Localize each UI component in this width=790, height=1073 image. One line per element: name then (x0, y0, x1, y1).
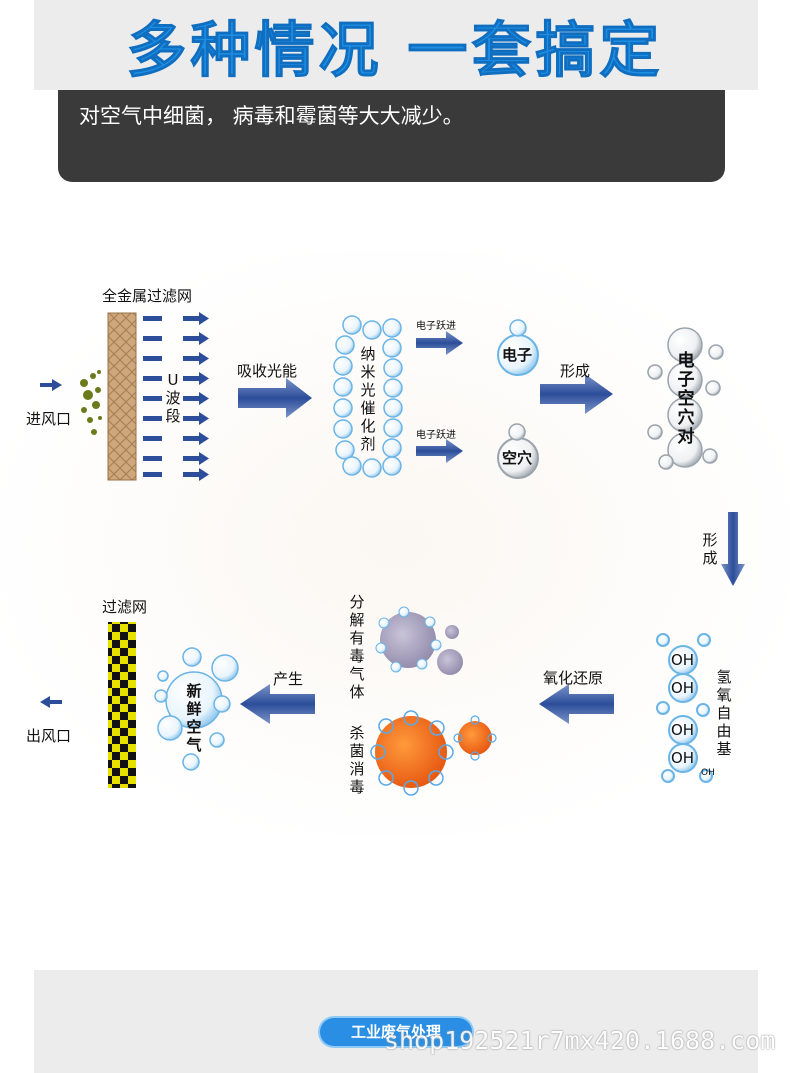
uv-band-label: U波段 (164, 371, 182, 425)
outlet-filter-mesh (108, 622, 136, 788)
hydroxyl-radical-label: 氢氧自由基 (715, 668, 733, 758)
electron-jump-label: 电子跃进 (416, 317, 456, 332)
absorb-label: 吸收光能 (237, 360, 297, 381)
electron-jump-arrow-icon (416, 439, 463, 463)
form-label: 形成 (701, 531, 719, 567)
electron-jump-arrow-icon (416, 331, 463, 355)
catalyst-label: 纳米光催化剂 (359, 345, 377, 453)
oh-label: OH (671, 651, 694, 669)
oh-label: OH (671, 679, 694, 697)
electron-hole-pair-label: 电子空穴对 (676, 352, 696, 447)
fresh-air-label: 新鲜空气 (185, 682, 203, 754)
form-label: 形成 (560, 360, 590, 381)
filter-top-label: 全金属过滤网 (102, 285, 192, 306)
outlet-label: 出风口 (26, 725, 71, 746)
produce-arrow-icon (240, 684, 315, 724)
shop-watermark: shop192521r7mx420.1688.com (384, 1026, 775, 1055)
toxic-gas-particles-icon (376, 607, 463, 675)
outlet-arrow-icon (40, 696, 62, 708)
metal-filter-mesh (108, 313, 136, 480)
electron-jump-label: 电子跃进 (416, 426, 456, 441)
electron-label: 电子 (502, 344, 532, 365)
sterilize-label: 杀菌消毒 (348, 724, 366, 796)
oh-label: OH (671, 749, 694, 767)
produce-label: 产生 (273, 668, 303, 689)
filter-bottom-label: 过滤网 (102, 596, 147, 617)
decompose-label: 分解有毒气体 (348, 593, 366, 701)
oh-label: OH (701, 768, 715, 778)
dust-particles-icon (80, 370, 102, 435)
oh-label: OH (671, 721, 694, 739)
bacteria-cells-icon (371, 711, 496, 795)
inlet-arrow-icon (40, 379, 62, 391)
hole-label: 空穴 (502, 447, 532, 468)
inlet-label: 进风口 (26, 408, 71, 429)
redox-arrow-icon (539, 684, 614, 724)
form-down-arrow-icon (721, 512, 745, 586)
absorb-arrow-icon (238, 378, 312, 418)
redox-label: 氧化还原 (543, 667, 603, 688)
